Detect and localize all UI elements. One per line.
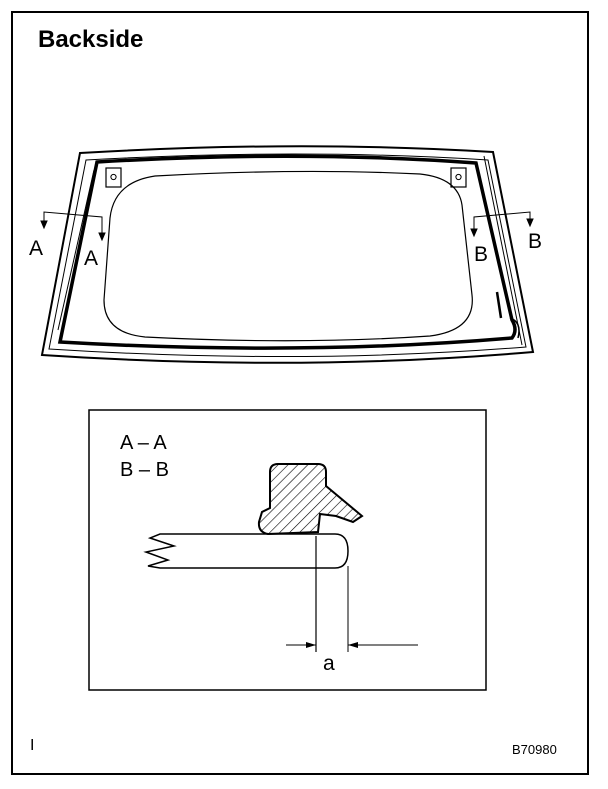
right-clip-hole-icon: [455, 173, 462, 181]
footer-mark: I: [30, 737, 34, 754]
section-marker-a: [40, 211, 106, 242]
section-b-arrow-left-icon: [470, 228, 478, 238]
section-a-label-inner: A: [84, 247, 98, 270]
section-a-arrow-right-icon: [98, 232, 106, 242]
cross-section-drawing: [143, 463, 418, 652]
right-hook-curve: [509, 317, 520, 339]
detail-title-line2: B – B: [120, 459, 169, 481]
section-b-label-outer: B: [528, 230, 542, 253]
dimension-arrow-left-icon: [306, 642, 316, 648]
dimension-label: a: [323, 652, 335, 675]
section-marker-b: [470, 211, 534, 238]
figure-code: B70980: [512, 742, 557, 757]
section-a-label-outer: A: [29, 237, 43, 260]
glass-outer-edge: [40, 145, 535, 364]
dimension-arrow-right-icon: [348, 642, 358, 648]
detail-box: [88, 409, 487, 691]
detail-title-line1: A – A: [120, 432, 167, 454]
title-text: Backside: [38, 26, 143, 53]
glass-section: [143, 533, 349, 569]
outer-border: [11, 11, 589, 775]
glass-inner-edge: [48, 153, 527, 358]
glass-inner-opening: [103, 170, 473, 342]
right-edge-line: [483, 155, 523, 346]
right-hook-line: [495, 291, 503, 319]
left-clip-hole-icon: [110, 173, 117, 181]
molding-line: [57, 154, 517, 350]
back-window-glass: [40, 145, 535, 364]
section-b-cut-line: [473, 211, 531, 236]
section-b-label-inner: B: [474, 243, 488, 266]
left-inner-line: [57, 169, 95, 331]
left-clip: [105, 167, 122, 188]
section-b-arrow-right-icon: [526, 218, 534, 228]
section-a-cut-line: [43, 211, 103, 240]
molding-section: [257, 463, 364, 536]
right-clip: [450, 167, 467, 188]
section-a-arrow-left-icon: [40, 220, 48, 230]
